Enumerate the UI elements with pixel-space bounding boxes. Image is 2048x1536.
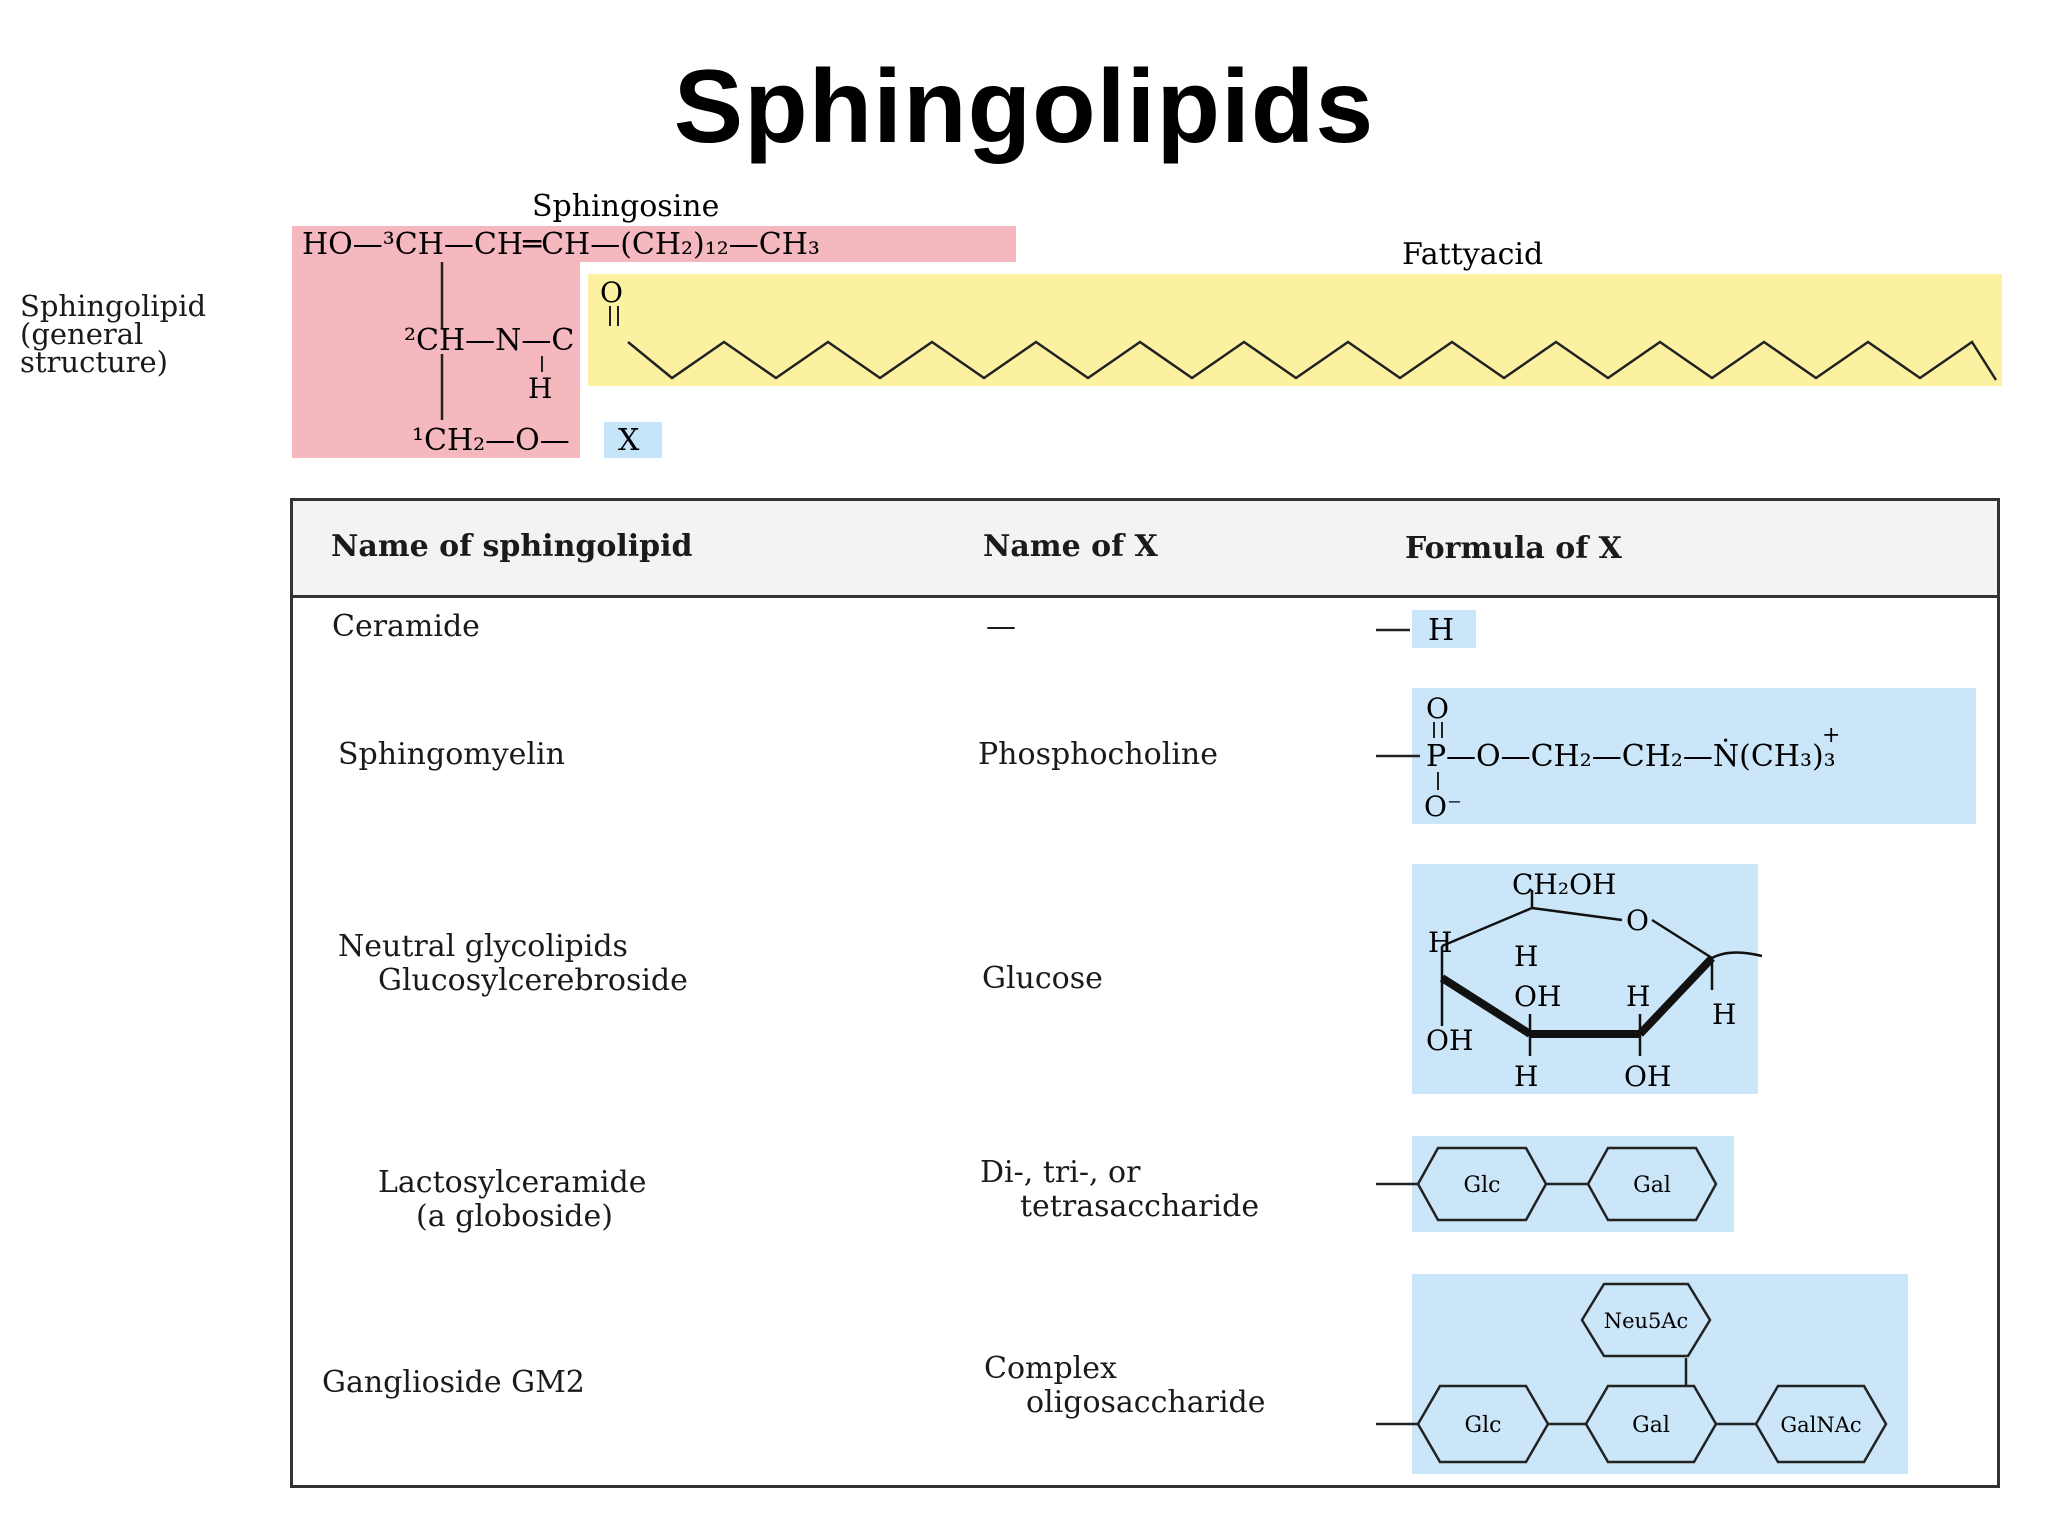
gm2-neu5ac-hexagon bbox=[1580, 1282, 1712, 1358]
header-formula-of-x: Formula of X bbox=[1405, 531, 1622, 566]
row-glycolipid-name: Neutral glycolipids Glucosylcerebroside bbox=[338, 930, 688, 998]
fattyacid-zigzag bbox=[627, 340, 1998, 381]
row-ganglioside-name: Ganglioside GM2 bbox=[322, 1365, 585, 1400]
side-label-line1: Sphingolipid bbox=[20, 289, 207, 323]
header-name-of-sphingolipid: Name of sphingolipid bbox=[331, 529, 693, 564]
fattyacid-label: Fattyacid bbox=[1402, 237, 1543, 272]
row-glycolipid-name-line2: Glucosylcerebroside bbox=[378, 963, 688, 998]
sphingolipid-table: Name of sphingolipid Name of X Formula o… bbox=[290, 498, 2000, 1488]
glucose-oh-bottom: OH bbox=[1624, 1060, 1671, 1093]
glucose-box bbox=[1412, 864, 1758, 1094]
row-ganglioside-xname-line2: oligosaccharide bbox=[1026, 1385, 1266, 1420]
glucose-ring-o: O bbox=[1626, 904, 1649, 937]
row-lactosyl-xname-line2: tetrasaccharide bbox=[1020, 1189, 1260, 1224]
row-ceramide-xname: — bbox=[986, 609, 1016, 644]
row-lactosyl-name: Lactosylceramide (a globoside) bbox=[378, 1166, 646, 1234]
gm2-gal-label: Gal bbox=[1632, 1413, 1670, 1438]
sphingosine-highlight bbox=[292, 226, 1016, 458]
row-lactosyl-name-line1: Lactosylceramide bbox=[378, 1165, 647, 1200]
formula-highlight-boxes bbox=[1412, 610, 1976, 1474]
lactose-gal-label: Gal bbox=[1633, 1173, 1671, 1198]
row-glycolipid-xname: Glucose bbox=[982, 961, 1103, 996]
glucose-ch2oh: CH₂OH bbox=[1512, 868, 1616, 901]
table-header-row: Name of sphingolipid Name of X Formula o… bbox=[293, 501, 1997, 598]
amide-o-atom: O bbox=[600, 276, 623, 309]
gm2-box bbox=[1412, 1274, 1908, 1474]
side-label-line3: structure) bbox=[20, 345, 168, 379]
glucose-oh-c4: OH bbox=[1426, 1024, 1473, 1057]
row-lactosyl-name-line2: (a globoside) bbox=[416, 1199, 613, 1234]
lactose-gal-hexagon bbox=[1586, 1146, 1718, 1222]
c2-amide-text: ²CH—N—C bbox=[404, 323, 574, 358]
gm2-neu5ac-label: Neu5Ac bbox=[1604, 1309, 1689, 1333]
glucose-h-bottom: H bbox=[1514, 1060, 1538, 1093]
phosphocholine-box bbox=[1412, 688, 1976, 824]
lactose-glc-label: Glc bbox=[1464, 1173, 1501, 1198]
x-group-label: X bbox=[618, 423, 640, 458]
c1-ether-text: ¹CH₂—O— bbox=[412, 423, 570, 458]
phos-o-minus: O⁻ bbox=[1424, 790, 1462, 823]
row-lactosyl-xname: Di-, tri-, or tetrasaccharide bbox=[980, 1156, 1259, 1224]
row-sphingomyelin-xname: Phosphocholine bbox=[978, 737, 1218, 772]
phos-o-top: O bbox=[1426, 692, 1449, 725]
side-label: Sphingolipid (general structure) bbox=[20, 289, 207, 379]
glucose-h-c2: H bbox=[1626, 980, 1650, 1013]
ceramide-h-box bbox=[1412, 610, 1476, 648]
glucose-ring bbox=[1439, 890, 1763, 1056]
header-name-of-x: Name of X bbox=[983, 529, 1158, 564]
glucose-h-anomeric: H bbox=[1712, 998, 1736, 1031]
sphingosine-chain-text: HO—³CH—CH═CH—(CH₂)₁₂—CH₃ bbox=[302, 227, 820, 262]
glucose-h-c1: H bbox=[1428, 926, 1452, 959]
gm2-galnac-hexagon bbox=[1754, 1384, 1888, 1464]
glucose-oh-c3: OH bbox=[1514, 980, 1561, 1013]
phos-plus-charge: + bbox=[1822, 723, 1840, 748]
row-ganglioside-xname-line1: Complex bbox=[984, 1351, 1117, 1386]
fattyacid-highlight bbox=[588, 274, 2002, 386]
row-sphingomyelin-name: Sphingomyelin bbox=[338, 737, 565, 772]
row-ceramide-name: Ceramide bbox=[332, 609, 480, 644]
row-lactosyl-xname-line1: Di-, tri-, or bbox=[980, 1155, 1141, 1190]
amide-h-atom: H bbox=[528, 372, 552, 405]
general-structure-diagram: Sphingosine Fattyacid HO—³CH—CH═CH—(CH₂)… bbox=[292, 189, 2002, 458]
glucose-h-c4: H bbox=[1514, 940, 1538, 973]
ceramide-h-atom: H bbox=[1428, 613, 1454, 648]
phos-p-atom: P bbox=[1426, 739, 1446, 774]
gm2-galnac-label: GalNAc bbox=[1780, 1413, 1861, 1437]
sphingosine-label: Sphingosine bbox=[532, 189, 719, 224]
page-title: Sphingolipids bbox=[673, 49, 1375, 165]
row-ganglioside-xname: Complex oligosaccharide bbox=[984, 1352, 1266, 1420]
x-highlight bbox=[604, 422, 662, 458]
row-glycolipid-name-line1: Neutral glycolipids bbox=[338, 929, 628, 964]
side-label-line2: (general bbox=[20, 317, 144, 351]
phos-chain-text: —O—CH₂—CH₂—Ṅ(CH₃)₃ bbox=[1446, 738, 1836, 774]
gm2-glc-label: Glc bbox=[1465, 1413, 1502, 1438]
